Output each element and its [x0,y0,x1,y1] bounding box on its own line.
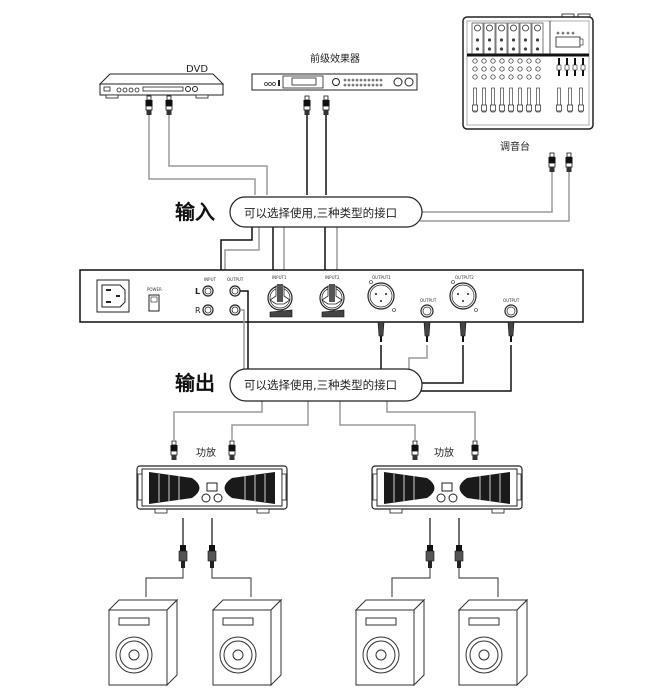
output-section: 输出 可以选择使用,三种类型的接口 [175,368,423,402]
power-amplifier-icon [136,465,288,514]
rca-plug-icon [565,152,573,173]
amp-right-label: 功放 [434,446,454,459]
xlr-output2-label: OUTPUT2 [455,275,474,280]
loudspeaker-icon [108,599,178,686]
jack-plug-icon [377,321,385,343]
rca-plug-icon [145,95,153,116]
amp-left-label: 功放 [196,446,216,459]
effects-processor-icon [251,73,418,91]
power-amplifier-right: 功放 [371,440,523,514]
mixing-console-icon [462,13,594,130]
iec-power-socket-icon [96,279,130,313]
rca-plug-icon [303,95,311,116]
jack-plug-icon [454,545,464,568]
dvd-player-icon [98,73,225,99]
output-title: 输出 [175,371,215,395]
mixing-console: 调音台 [462,13,594,173]
rca-plug-icon [548,152,556,173]
rca-output-l[interactable] [229,285,241,297]
jack-plug-icon [425,545,435,568]
xlr-output2[interactable] [449,280,478,312]
jack-plug-icon [178,545,188,568]
device-rear-panel: POWER INPUT OUTPUT L R INPUT1 INPUT2 [79,269,584,323]
loudspeaker-icon [212,599,282,686]
output-jack-label: OUTPUT [227,277,244,282]
rca-plug-icon [322,95,330,116]
rca-input-l[interactable] [202,285,214,297]
jack-output1-label: OUTPUT [420,298,437,303]
output-cables [173,290,512,440]
xlr-input1[interactable] [267,284,293,318]
rca-plug-icon [471,440,479,461]
power-switch-icon[interactable] [148,294,160,312]
jack-plug-icon [459,321,467,343]
mixer-label: 调音台 [500,140,530,153]
preamp-effects-processor: 前级效果器 [251,52,418,116]
power-amplifier-left: 功放 [136,440,288,514]
jack-plug-icon [507,321,515,343]
jack-output1[interactable] [420,304,434,318]
channel-r-label: R [195,306,201,315]
dvd-player: DVD [98,64,225,116]
input-note: 可以选择使用,三种类型的接口 [244,206,397,220]
power-amplifier-icon [371,465,523,514]
channel-l-label: L [195,287,200,296]
speaker-cables [145,518,499,597]
jack-output2-label: OUTPUT [503,298,520,303]
input-section: 输入 可以选择使用,三种类型的接口 [175,196,423,228]
rca-output-r[interactable] [229,304,241,316]
jack-plug-icon [207,545,217,568]
output-note: 可以选择使用,三种类型的接口 [244,378,397,392]
loudspeaker-icon [355,599,425,686]
rca-plug-icon [411,440,419,461]
speakon-plugs [178,545,464,568]
preamp-label: 前级效果器 [310,52,360,65]
input-jack-label: INPUT [204,277,217,282]
dvd-label: DVD [186,64,208,75]
xlr-output1-label: OUTPUT1 [372,275,391,280]
rca-plug-icon [228,440,236,461]
xlr-input2[interactable] [319,284,345,318]
jack-output2[interactable] [504,304,518,318]
rca-plug-icon [170,440,178,461]
loudspeaker-icon [458,599,528,686]
rca-input-r[interactable] [202,304,214,316]
power-label: POWER [147,287,162,292]
input-note-box [229,196,423,228]
xlr-input2-label: INPUT2 [325,275,340,280]
jack-plug-icon [423,321,431,343]
xlr-input1-label: INPUT1 [272,275,287,280]
rca-plug-icon [165,95,173,116]
input-title: 输入 [175,200,215,224]
xlr-output1[interactable] [367,280,396,312]
output-note-box [229,368,423,402]
